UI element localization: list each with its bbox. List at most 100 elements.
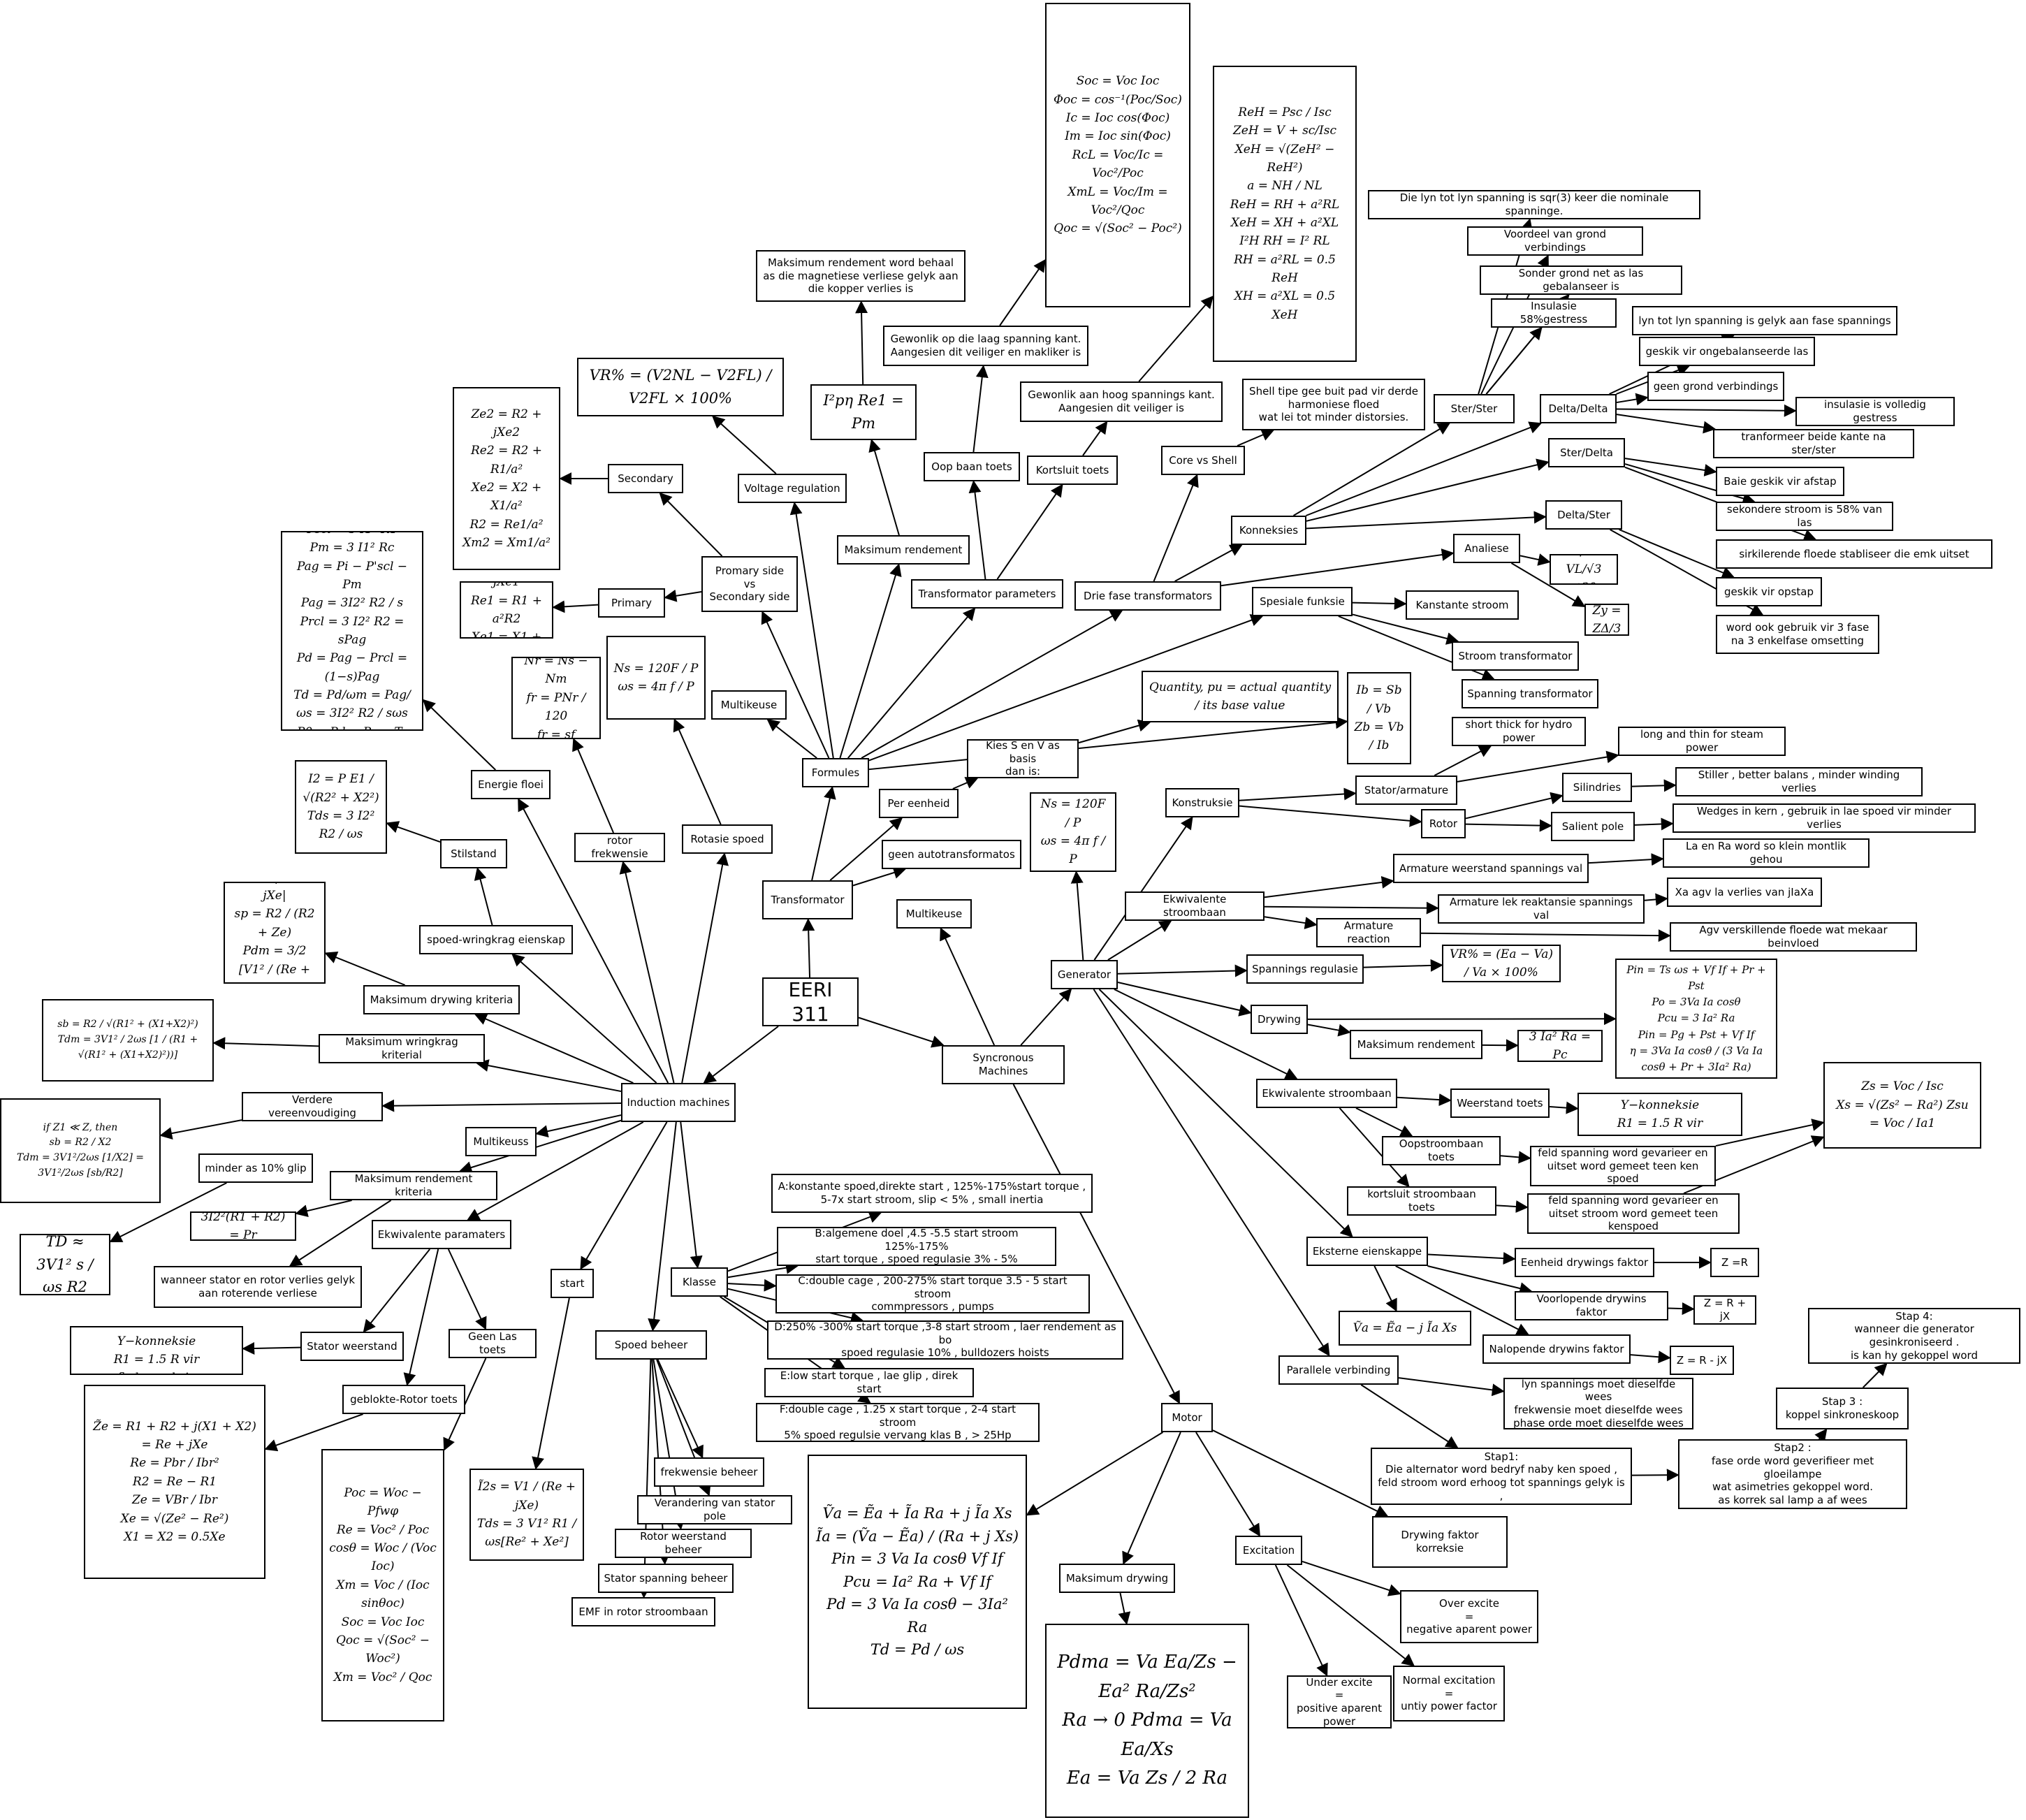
formula-analiese-phase-voltage: Vφ = VL/√3 ∠30 [1550, 554, 1618, 585]
arrow-stap3-to-stap4 [1863, 1362, 1888, 1388]
arrow-drywing-to-gmaxr [1307, 1024, 1351, 1037]
note-emf-in-rotor-stroombaan: EMF in rotor stroombaan [571, 1597, 715, 1626]
arrow-ekwpar-to-geenlas [447, 1248, 487, 1330]
arrow-stilstand-to-stil_f [386, 821, 441, 843]
formula-stator-weerstand-im: R1 = 0.5 R vir Y−konneksie R1 = 1.5 R vi… [70, 1326, 243, 1375]
formula-motor: Ṽa = Ẽa + Ĩa Ra + j Ĩa Xs Ĩa = (Ṽa − Ẽa)… [808, 1455, 1027, 1709]
note-klasse-c: C:double cage , 200-275% start torque 3.… [775, 1274, 1090, 1313]
node-maksimum-rendement-tr: Maksimum rendement [837, 535, 970, 565]
node-maksimum-rendement-gen: Maksimum rendement [1350, 1030, 1482, 1059]
arrow-spoedw-to-stilstand [474, 867, 493, 926]
node-rotor: Rotor [1421, 809, 1466, 838]
note-maksimum-rendement-kriteria: wanneer stator en rotor verlies gelyk aa… [154, 1266, 362, 1308]
formula-voltage-regulation: VR% = (V2NL − V2FL) / V2FL × 100% [577, 358, 784, 416]
arrow-generator-to-gen_f [1070, 871, 1084, 961]
arrow-excitation-to-ex_over [1302, 1560, 1401, 1596]
arrow-im-to-mk3 [535, 1114, 622, 1138]
formula-open-circuit-test: Soc = Voc Ioc Φoc = cos⁻¹(Poc/Soc) Ic = … [1045, 3, 1190, 307]
arrow-kortsb-to-kortsb_t [1496, 1200, 1529, 1213]
node-syncronous-machines: Syncronous Machines [942, 1045, 1065, 1084]
node-armature-lek-reaktansie: Armature lek reaktansie spannings val [1438, 894, 1645, 924]
arrow-sterdelta-to-sd1 [1624, 458, 1717, 476]
note-silindries: Stiller , better balans , minder winding… [1675, 767, 1923, 796]
arrow-ekwsb1-to-armr [1264, 916, 1318, 930]
note-delta-delta-tranformeer: tranformeer beide kante na ster/ster [1713, 429, 1914, 458]
arrow-spesiale-to-kstroom [1352, 597, 1407, 610]
arrow-root-to-sm [858, 1017, 945, 1048]
formula-energie-floei: Pin = 3V1 I1 cosθ Pscl = 3 I1² R1 Pm = 3… [281, 531, 423, 731]
node-maksimum-drywing-kriteria: Maksimum drywing kriteria [363, 985, 520, 1014]
node-multikeuss-induction: Multikeuss [465, 1127, 537, 1156]
node-ekwivalente-stroombaan-1: Ekwivalente stroombaan [1125, 891, 1265, 921]
arrow-weerst-to-weerst_f [1549, 1101, 1579, 1114]
note-rotor-weerstand-beheer: Rotor weerstand beheer [615, 1529, 752, 1558]
note-delta-ster-opstap: geskik vir opstap [1716, 577, 1822, 606]
arrow-im-to-maxwr [476, 1059, 622, 1093]
arrow-nal-to-nal_v [1630, 1351, 1671, 1364]
note-delta-delta-ongebalanseerd: geskik vir ongebalanseerde las [1639, 337, 1815, 366]
node-stator-weerstand: Stator weerstand [300, 1332, 404, 1361]
arrow-spoedb-to-sb5 [638, 1359, 652, 1599]
note-kanstante-stroom: Kanstante stroom [1406, 590, 1519, 620]
arrow-formules-to-maxrend [839, 563, 902, 759]
node-silindries: Silindries [1562, 773, 1632, 802]
arrow-motor-to-mmaxd [1122, 1432, 1181, 1565]
arrow-tr-to-pereenheid [829, 817, 903, 881]
arrow-kortsluit_t-to-sc_f [1138, 296, 1214, 382]
note-maksimum-rendement-tr: Maksimum rendement word behaal as die ma… [756, 250, 965, 302]
arrow-arml-to-arml_t [1644, 893, 1668, 906]
arrow-kortsluit-to-kortsluit_t [1082, 421, 1108, 456]
formula-per-unit-quantity: Quantity, pu = actual quantity / its bas… [1142, 671, 1339, 722]
arrow-deltadelta-to-dd5 [1616, 414, 1717, 434]
arrow-generator-to-spanreg [1117, 964, 1248, 977]
formula-short-circuit-test: ReH = Psc / Isc ZeH = V + sc/Isc XeH = √… [1213, 66, 1357, 362]
note-delta-delta-insulasie: insulasie is volledig gestress [1795, 397, 1955, 426]
arrow-psec-to-secondary [659, 492, 723, 557]
arrow-analiese-to-an1_f [1520, 553, 1551, 566]
node-voltage-regulation: Voltage regulation [738, 474, 847, 503]
arrow-stap2-to-stap3 [1814, 1428, 1828, 1443]
arrow-konstruksie-to-rotor [1239, 805, 1422, 827]
note-ster-delta-afstap: Baie geskik vir afstap [1716, 467, 1844, 496]
arrow-kies-to-pu_f [1078, 719, 1151, 744]
arrow-drie-to-konneksies [1174, 544, 1243, 582]
formula-geblokte-rotor: Z̃e = R1 + R2 + j(X1 + X2) = Re + jXe Re… [84, 1385, 265, 1579]
note-ster-ster-sonder-grond: Sonder grond net as las gebalanseer is [1480, 265, 1682, 295]
arrow-generator-to-ekst [1098, 989, 1353, 1238]
arrow-statorw-to-statorw_f [242, 1341, 301, 1355]
node-multikeuse-syncronous: Multikeuse [896, 899, 972, 929]
arrow-parallel-to-stap1 [1360, 1384, 1459, 1448]
arrow-generator-to-parallel [1093, 989, 1330, 1357]
formula-spannings-regulasie: VR% = (Ea − Va) / Va × 100% [1442, 945, 1561, 982]
formula-generator-speed: Ns = 120F / P ωs = 4π f / P [1030, 792, 1116, 872]
note-kortsluit-toets: Gewonlik aan hoog spannings kant. Aanges… [1020, 381, 1223, 422]
note-delta-delta-lyn-spanning: lyn tot lyn spanning is gelyk aan fase s… [1632, 306, 1897, 335]
formula-torque-small-slip: TD ≈ 3V1² s / ωs R2 [20, 1234, 110, 1295]
node-rotor-frekwensie: rotor frekwensie [574, 833, 665, 862]
arrow-oopbaan-to-oopbaan_t [972, 365, 989, 453]
arrow-formules-to-spesiale [868, 614, 1264, 762]
arrow-formules-to-trparam [847, 607, 976, 759]
formula-maksimum-rendement-tr: I²pη Re1 = Pm [810, 384, 917, 440]
node-secondary: Secondary [608, 464, 683, 493]
arrow-im-to-start [580, 1121, 668, 1270]
arrow-rotor-to-salient [1465, 819, 1552, 832]
node-konstruksie: Konstruksie [1165, 788, 1239, 817]
arrow-maxrk-to-maxrk_f [295, 1200, 352, 1217]
formula-maksimum-drywing-motor: Pdma = Va Ea/Zs − Ea² Ra/Zs² Ra → 0 Pdma… [1045, 1624, 1249, 1818]
note-oopstroombaan-toets: feld spanning word gevarieer en uitset w… [1530, 1146, 1716, 1186]
arrow-im-to-rotasie [681, 852, 729, 1084]
node-energie-floei: Energie floei [471, 770, 551, 799]
arrow-armr-to-armr_t [1420, 929, 1671, 942]
arrow-ekwsb1-to-armw [1264, 875, 1394, 898]
formula-weerstand-toets-gen: R1 = 0.5 R vir Y−konneksie R1 = 1.5 R vi… [1577, 1093, 1742, 1136]
node-delta-ster: Delta/Ster [1545, 500, 1622, 530]
arrow-tr-to-formules [811, 786, 836, 881]
arrow-maxdryw-to-spoedw_f [324, 952, 406, 986]
arrow-klasse-to-klC [727, 1279, 777, 1292]
value-eenheid-z: Z =R [1710, 1248, 1759, 1277]
value-voorlopende-z: Z = R + jX [1693, 1295, 1756, 1325]
arrow-excitation-to-ex_under [1274, 1564, 1328, 1677]
node-spoed-beheer: Spoed beheer [595, 1330, 707, 1360]
